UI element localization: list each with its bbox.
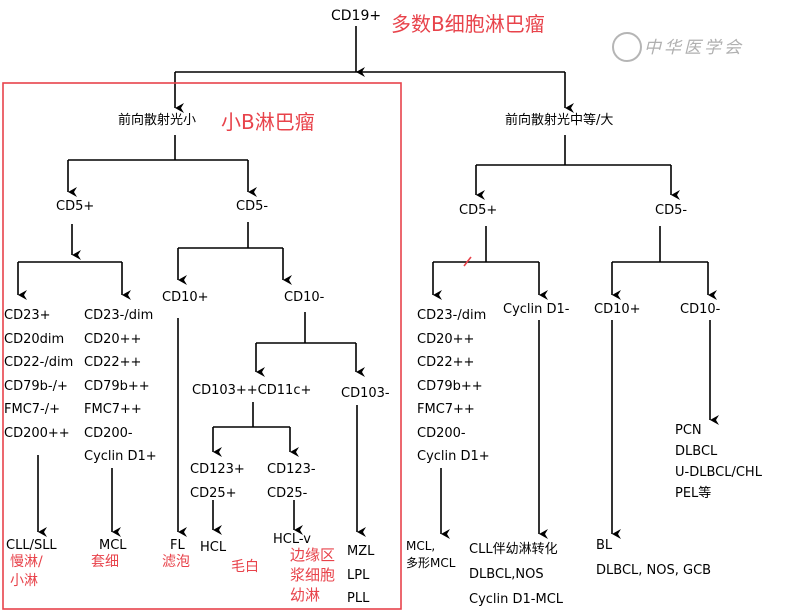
left-col4-markers: CD123- CD25- xyxy=(267,462,316,501)
right-cd10neg-results: PCN DLBCL U-DLBCL/CHL PEL等 xyxy=(675,423,762,501)
left-col2-markers: CD23-/dim CD20++ CD22++ CD79b++ FMC7++ C… xyxy=(84,308,157,464)
result-cll-sll: CLL/SLL xyxy=(6,538,57,553)
left-cd103neg: CD103- xyxy=(341,386,390,401)
result-fl: FL xyxy=(170,538,185,553)
right-result-mcl: MCL, 多形MCL xyxy=(406,539,456,570)
result-hcl-chinese: 毛白 xyxy=(231,559,259,575)
left-header: 前向散射光小 xyxy=(118,113,197,128)
right-cd5neg: CD5- xyxy=(655,203,688,218)
right-result-cll-list: CLL伴幼淋转化 DLBCL,NOS Cyclin D1-MCL xyxy=(469,542,564,607)
result-fl-chinese: 滤泡 xyxy=(162,554,190,570)
left-cd5pos: CD5+ xyxy=(56,199,95,214)
right-cyclin-neg: Cyclin D1- xyxy=(503,302,570,317)
result-mcl: MCL xyxy=(99,538,127,553)
right-result-bl: BL xyxy=(596,538,613,553)
left-col1-markers: CD23+ CD20dim CD22-/dim CD79b-/+ FMC7-/+… xyxy=(4,308,74,441)
left-cd103-cd11c: CD103++CD11c+ xyxy=(192,383,312,398)
right-header: 前向散射光中等/大 xyxy=(505,113,614,128)
right-col1-markers: CD23-/dim CD20++ CD22++ CD79b++ FMC7++ C… xyxy=(417,308,490,464)
result-mzl-list: MZL LPL PLL xyxy=(347,544,375,606)
left-cd10pos: CD10+ xyxy=(162,290,209,305)
left-branch-frame xyxy=(2,82,402,610)
right-cd10neg: CD10- xyxy=(680,302,721,317)
result-mzl-chinese: 边缘区 浆细胞 幼淋 xyxy=(290,546,336,604)
result-mcl-chinese: 套细 xyxy=(91,554,119,570)
right-cd5pos: CD5+ xyxy=(459,203,498,218)
result-cll-chinese: 慢淋/ 小淋 xyxy=(10,554,43,589)
left-cd5neg: CD5- xyxy=(236,199,269,214)
left-col3-markers: CD123+ CD25+ xyxy=(190,462,245,501)
watermark-text: 中华医学会 xyxy=(644,38,744,58)
root-label: 多数B细胞淋巴瘤 xyxy=(391,12,545,36)
result-hcl: HCL xyxy=(200,540,227,555)
left-cd10neg: CD10- xyxy=(284,290,325,305)
red-tick-mark xyxy=(463,256,472,267)
root-marker: CD19+ xyxy=(331,8,382,24)
watermark-seal-icon xyxy=(612,32,642,62)
left-header-label: 小B淋巴瘤 xyxy=(221,110,315,134)
right-result-dlbcl: DLBCL, NOS, GCB xyxy=(596,563,712,578)
right-cd10pos: CD10+ xyxy=(594,302,641,317)
result-hcl-v: HCL-v xyxy=(273,532,311,547)
